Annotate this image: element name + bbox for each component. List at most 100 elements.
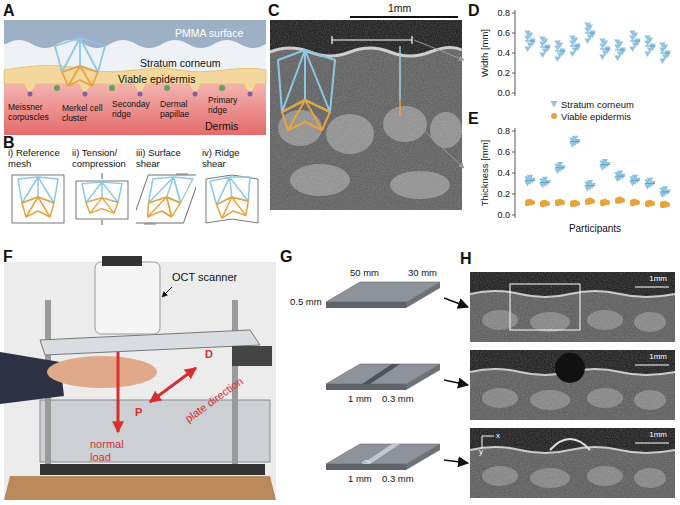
mean-bar	[630, 41, 640, 42]
axis-title: Thickness [mm]	[480, 140, 491, 207]
drawn-polygon	[326, 444, 440, 470]
data-marker	[603, 199, 608, 204]
drawn-line	[635, 442, 669, 443]
mean-bar	[630, 180, 640, 181]
tick-label: 0.0	[497, 210, 510, 220]
drawn-line	[635, 286, 669, 287]
axis-letter: x	[496, 431, 500, 440]
data-marker	[572, 136, 578, 142]
drawn-g	[210, 175, 254, 219]
mean-bar	[525, 180, 535, 181]
panel-heading: i) Reference mesh	[8, 148, 68, 170]
mean-bar	[525, 41, 535, 42]
drawn-path	[362, 461, 370, 464]
drawn-circle	[109, 85, 115, 91]
drawn-path	[332, 36, 412, 44]
data-marker	[647, 178, 653, 184]
data-marker	[557, 162, 563, 168]
direction-label: D	[205, 348, 213, 361]
data-marker	[614, 40, 620, 46]
plate-sample: 1 mm0.3 mm	[290, 350, 442, 410]
connector-arrow	[444, 380, 468, 385]
drawn-rect	[270, 20, 462, 210]
drawn-rect	[12, 175, 64, 223]
oct-drawing	[470, 350, 675, 420]
drawn-line	[512, 53, 515, 54]
mesh-panel: iii) Surface shear	[136, 148, 198, 225]
drawn-rect	[326, 384, 406, 390]
drawn-circle	[248, 92, 253, 97]
layer-label: Stratum corneum	[140, 57, 221, 69]
drawn-rect	[326, 302, 406, 308]
data-marker	[662, 186, 668, 192]
scale-label: 1mm	[649, 430, 667, 439]
drawn-path	[282, 100, 330, 130]
scale-label: 1mm	[649, 274, 667, 283]
data-marker	[629, 31, 635, 37]
data-marker	[633, 199, 638, 204]
drawn-polygon	[326, 282, 440, 308]
drawn-polygon	[326, 364, 440, 384]
drawn-line	[350, 16, 458, 18]
data-marker	[558, 199, 563, 204]
connector-arrow	[444, 298, 468, 307]
drawn-circle	[219, 85, 225, 91]
data-marker	[524, 31, 530, 37]
layer-label: PMMA surface	[175, 27, 243, 39]
data-marker	[648, 200, 653, 205]
anatomy-label: Merkel cell cluster	[62, 104, 104, 124]
data-marker	[618, 197, 623, 202]
legend-sample	[550, 100, 558, 108]
scale-label: 1mm	[649, 352, 667, 361]
drawn-line	[512, 215, 515, 216]
drawn-ellipse	[47, 356, 157, 388]
drawn-line	[150, 368, 196, 402]
legend-text: Viable epidermis	[561, 111, 631, 122]
data-marker	[599, 39, 605, 45]
dimension-label: 0.5 mm	[290, 297, 322, 308]
drawn-line	[512, 33, 515, 34]
drawn-line	[399, 46, 401, 100]
drawn-line	[399, 100, 401, 116]
drawn-line	[512, 194, 515, 195]
legend-sample	[550, 112, 558, 120]
drawn-g	[136, 175, 196, 223]
drawn-circle	[164, 85, 170, 91]
drawn-rect	[232, 346, 272, 366]
anatomy-label: Seconday ridge	[112, 100, 156, 120]
drawn-polygon	[206, 175, 258, 223]
drawn-line	[512, 13, 515, 14]
dimension-label: 1 mm	[348, 474, 372, 485]
tick-label: 0.8	[497, 126, 510, 136]
panel-letter: D	[468, 2, 480, 20]
dimension-label: 50 mm	[350, 268, 379, 279]
mean-bar	[540, 182, 550, 183]
drawn-path	[86, 198, 118, 214]
drawn-line	[162, 287, 172, 297]
layer-label: Dermis	[205, 120, 238, 132]
mean-bar	[600, 164, 610, 165]
mean-bar	[660, 53, 670, 54]
drawn-path	[4, 66, 266, 93]
data-marker	[539, 37, 545, 43]
drawn-line	[404, 112, 464, 168]
tick-label: 0.6	[497, 147, 510, 157]
legend-marker	[551, 101, 558, 108]
drawn-path	[144, 197, 183, 217]
mean-bar	[645, 183, 655, 184]
tick-label: 0.8	[497, 8, 510, 18]
drawn-line	[512, 93, 515, 94]
mesh-drawing	[202, 173, 262, 225]
tick-label: 0.0	[497, 88, 510, 98]
panel-letter: C	[268, 2, 280, 20]
anatomy-label: Meissner corpuscles	[8, 103, 60, 123]
mean-bar	[615, 176, 625, 177]
drawn-g	[55, 38, 105, 86]
drawn-rect	[470, 428, 675, 498]
data-marker	[584, 23, 590, 29]
drawn-rect	[470, 350, 675, 420]
drawn-rect	[510, 284, 580, 330]
drawn-path	[550, 439, 590, 450]
mesh-panel: iv) Ridge shear	[202, 148, 264, 225]
data-marker	[543, 200, 548, 205]
